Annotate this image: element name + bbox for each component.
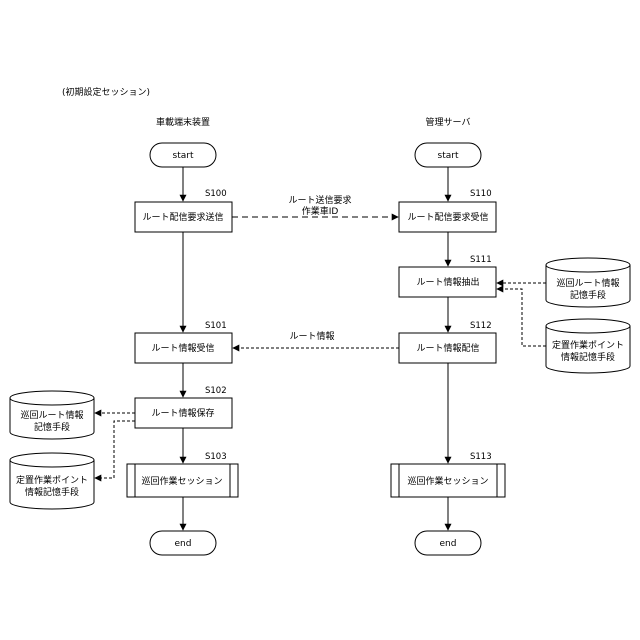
process-box-s101: ルート情報受信 [135, 333, 232, 363]
left-end-label: end [175, 539, 192, 549]
right-route-storage-line1: 巡回ルート情報 [556, 277, 619, 289]
step-id-s113: S113 [470, 452, 492, 462]
process-label-s102: ルート情報保存 [151, 407, 214, 419]
step-id-s110: S110 [470, 189, 492, 199]
right-route-storage-cylinder: 巡回ルート情報 記憶手段 [546, 258, 630, 307]
request-message-label-1: ルート送信要求 [288, 194, 351, 206]
left-route-storage-line2: 記憶手段 [34, 421, 70, 433]
step-id-s101: S101 [205, 321, 227, 331]
step-id-s112: S112 [470, 321, 492, 331]
process-label-s110: ルート配信要求受信 [407, 211, 488, 223]
right-end-label: end [440, 539, 457, 549]
step-id-s102: S102 [205, 386, 227, 396]
process-box-s111: ルート情報抽出 [399, 267, 496, 297]
left-route-storage-cylinder: 巡回ルート情報 記憶手段 [10, 391, 94, 439]
right-route-storage-line2: 記憶手段 [570, 289, 606, 301]
step-id-s100: S100 [205, 189, 227, 199]
diagram-title: (初期設定セッション) [62, 86, 150, 98]
left-end-terminal: end [150, 531, 216, 555]
left-start-label: start [173, 151, 194, 161]
left-start-terminal: start [150, 143, 216, 167]
process-box-s100: ルート配信要求送信 [135, 202, 232, 232]
right-point-storage-line2: 情報記憶手段 [561, 351, 615, 363]
process-label-s101: ルート情報受信 [151, 342, 214, 354]
process-box-s110: ルート配信要求受信 [399, 202, 496, 232]
right-end-terminal: end [415, 531, 481, 555]
process-label-s112: ルート情報配信 [416, 342, 479, 354]
process-label-s100: ルート配信要求送信 [142, 211, 223, 223]
point-storage-to-extract-arrow [497, 289, 546, 346]
process-label-s111: ルート情報抽出 [416, 276, 479, 288]
left-point-storage-line2: 情報記憶手段 [25, 486, 79, 498]
process-box-s102: ルート情報保存 [135, 398, 232, 428]
left-point-storage-cylinder: 定置作業ポイント 情報記憶手段 [10, 453, 94, 509]
subprocess-label-s103: 巡回作業セッション [141, 475, 222, 487]
right-point-storage-cylinder: 定置作業ポイント 情報記憶手段 [546, 319, 630, 373]
route-info-message-label: ルート情報 [289, 330, 334, 342]
step-id-s111: S111 [470, 255, 492, 265]
subprocess-box-s103: 巡回作業セッション [127, 464, 238, 497]
process-box-s112: ルート情報配信 [399, 333, 496, 363]
step-id-s103: S103 [205, 452, 227, 462]
lane-title-right: 管理サーバ [426, 116, 471, 128]
request-message-label-2: 作業車ID [302, 205, 339, 217]
right-start-terminal: start [415, 143, 481, 167]
lane-title-left: 車載端末装置 [156, 116, 210, 128]
subprocess-label-s113: 巡回作業セッション [407, 475, 488, 487]
left-route-storage-line1: 巡回ルート情報 [20, 409, 83, 421]
left-point-storage-line1: 定置作業ポイント [16, 474, 88, 486]
subprocess-box-s113: 巡回作業セッション [391, 464, 505, 497]
right-start-label: start [438, 151, 459, 161]
right-point-storage-line1: 定置作業ポイント [552, 339, 624, 351]
